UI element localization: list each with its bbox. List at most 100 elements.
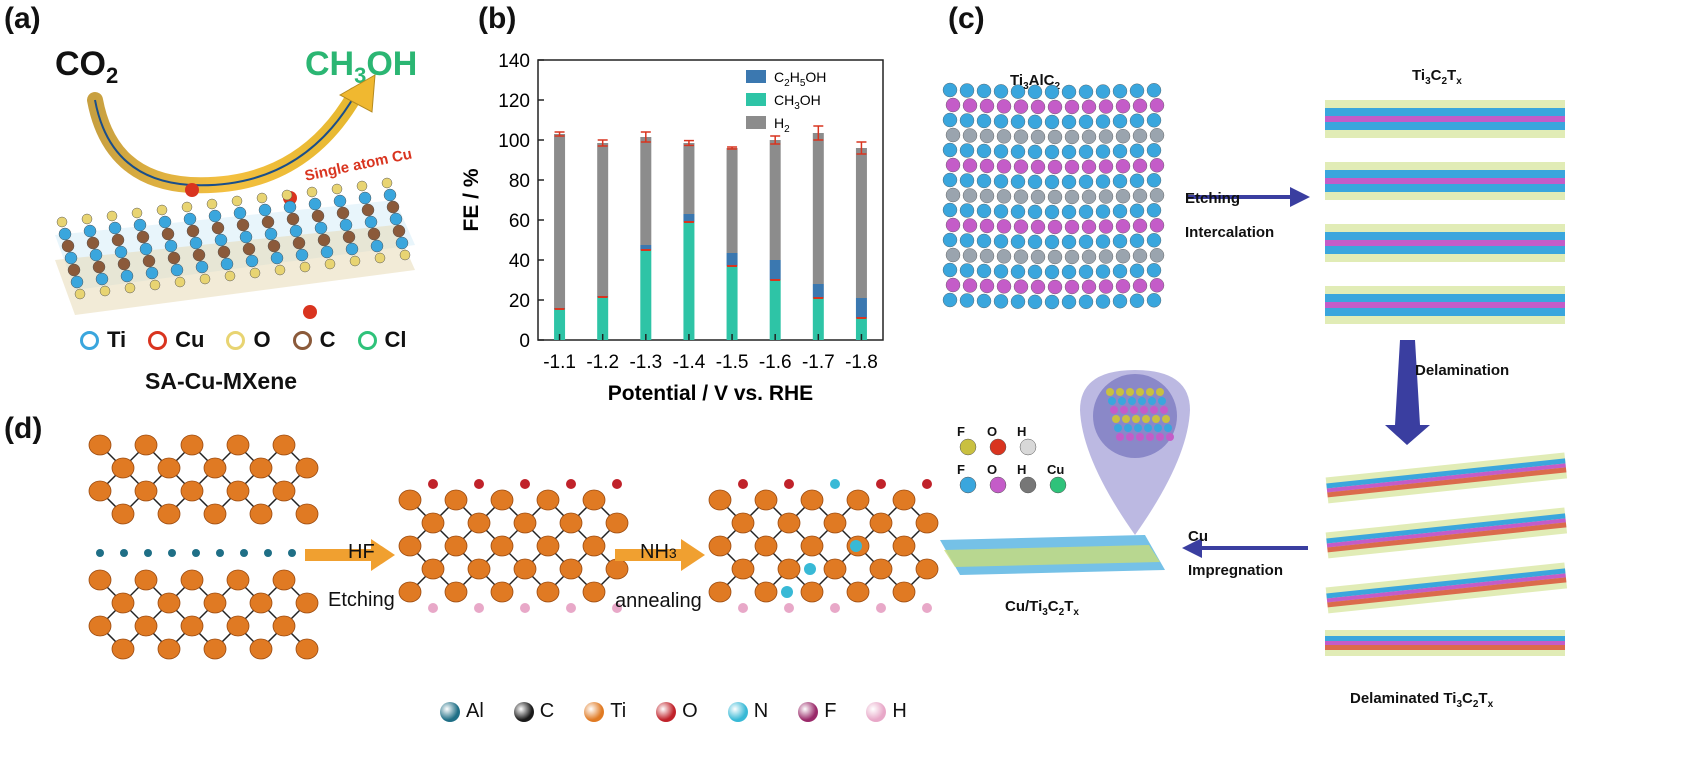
structure-atom: [1064, 99, 1080, 115]
structure-atom: [1030, 129, 1046, 145]
structure-atom: [959, 83, 975, 98]
legend-ball: [1049, 476, 1067, 494]
bar-h2: [683, 143, 695, 214]
ti-atom: [157, 638, 181, 660]
legend-swatch-h2: [746, 116, 766, 129]
structure-atom: [996, 279, 1012, 294]
slab-atom: [86, 236, 100, 250]
slab-atom: [192, 248, 206, 262]
al-atom: [120, 549, 128, 557]
structure-atom: [979, 98, 995, 114]
impregnation-arrow: [1182, 538, 1308, 558]
zoom-atom: [1126, 433, 1134, 441]
ti-atom: [249, 457, 273, 479]
structure-atom: [1027, 174, 1043, 190]
delamination-label: Delamination: [1415, 362, 1510, 379]
ti-atom: [295, 638, 319, 660]
slab-atom: [358, 191, 372, 205]
structure-atom: [959, 293, 975, 308]
ti-atom: [249, 503, 273, 525]
structure-atom: [1132, 98, 1148, 113]
structure-atom: [993, 174, 1009, 189]
zoom-atom: [1132, 415, 1140, 423]
zoom-atom: [1160, 406, 1168, 414]
zoom-atom: [1106, 388, 1114, 396]
y-tick-label: 60: [509, 211, 530, 232]
structure-atom: [1047, 219, 1063, 235]
structure-atom: [1027, 264, 1043, 280]
mxene-sheet: [1325, 286, 1565, 324]
bar-ch3oh: [640, 250, 652, 340]
structure-atom: [1030, 249, 1046, 265]
al-atom: [144, 549, 152, 557]
slab-atom: [342, 230, 356, 244]
structure-atom: [1047, 99, 1063, 115]
structure-atom: [1098, 219, 1114, 234]
etching-arrow: [1188, 187, 1310, 207]
slab-atom: [292, 236, 306, 250]
mxene-etched: [398, 479, 629, 613]
ti-atom: [226, 480, 250, 502]
structure-atom: [993, 114, 1009, 129]
ti-atom: [800, 581, 824, 603]
zoom-atom: [1120, 406, 1128, 414]
slab-atom: [67, 263, 81, 277]
n-dopant-atom: [850, 540, 862, 552]
legend-swatch-c2h5oh: [746, 70, 766, 83]
structure-atom: [1013, 159, 1029, 174]
structure-atom: [959, 233, 975, 248]
ti-atom: [444, 489, 468, 511]
ti-atom: [536, 535, 560, 557]
zoom-atom: [1148, 397, 1156, 405]
structure-atom: [1047, 249, 1063, 265]
slab-atom: [349, 255, 361, 267]
legend-item-o: O: [656, 700, 698, 723]
termination-atom: [830, 479, 840, 489]
slab-atom: [233, 206, 247, 220]
slab-atom: [381, 177, 393, 189]
structure-atom: [1010, 294, 1026, 309]
structure-atom: [1061, 294, 1077, 310]
legend-ball: [959, 476, 977, 494]
slab-atom: [308, 197, 322, 211]
structure-atom: [1064, 189, 1080, 205]
slab-atom: [295, 248, 309, 262]
structure-atom: [1081, 129, 1097, 145]
structure-atom: [1098, 189, 1114, 204]
structure-atom: [1078, 144, 1094, 160]
structure-atom: [1112, 173, 1128, 189]
y-tick-label: 0: [519, 331, 530, 352]
zoom-atom: [1114, 424, 1122, 432]
structure-atom: [1010, 174, 1026, 189]
zoom-atom: [1128, 397, 1136, 405]
structure-atom: [1146, 173, 1162, 188]
ti-atom: [467, 512, 491, 534]
x-tick-label: -1.1: [543, 352, 576, 373]
structure-atom: [979, 278, 995, 294]
structure-atom: [945, 277, 961, 293]
mxene-sheet: [1325, 162, 1565, 200]
structure-atom: [1095, 204, 1111, 219]
zoom-atom: [1150, 406, 1158, 414]
ti-atom: [157, 457, 181, 479]
structure-atom: [1027, 294, 1043, 310]
arc-arrowhead: [338, 74, 376, 113]
mxene-sheet: [1325, 100, 1565, 138]
ti-atom: [582, 535, 606, 557]
zoom-atom: [1116, 433, 1124, 441]
legend-atom-icon: [292, 330, 312, 350]
legend-atom-icon: [584, 701, 605, 722]
delaminated-sheet: [1325, 630, 1565, 656]
slab-atom: [386, 200, 400, 214]
structure-atom: [976, 83, 992, 99]
slab-atom: [64, 251, 78, 265]
structure-atom: [1149, 188, 1165, 203]
n-dopant-atom: [781, 586, 793, 598]
al-atom: [192, 549, 200, 557]
slab-atom: [158, 215, 172, 229]
y-tick-label: 140: [498, 51, 530, 72]
structure-atom: [1010, 144, 1026, 159]
y-tick-label: 40: [509, 251, 530, 272]
ti-atom: [731, 512, 755, 534]
slab-atom: [83, 224, 97, 238]
